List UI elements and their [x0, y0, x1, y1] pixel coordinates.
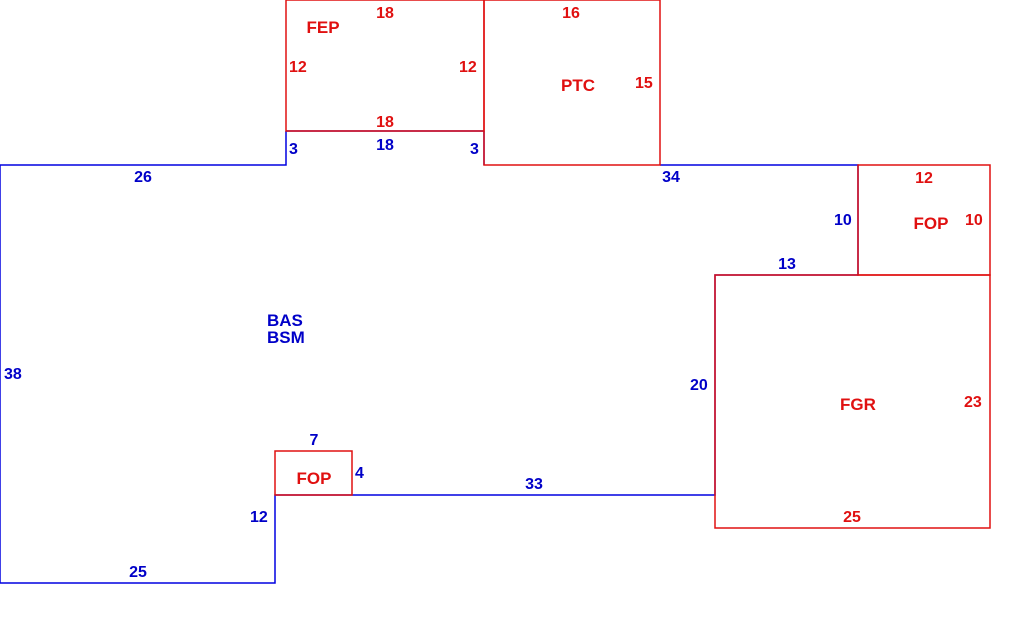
- dim-fep-right: 12: [459, 59, 477, 76]
- dim-main-left: 38: [4, 366, 22, 383]
- dim-fgr-right: 23: [964, 394, 982, 411]
- main-area-label-bsm: BSM: [267, 328, 305, 347]
- dim-main-top-right: 34: [662, 169, 680, 186]
- dim-main-right-step: 13: [778, 256, 796, 273]
- fgr-label: FGR: [840, 395, 876, 414]
- dim-fep-gap-left: 3: [289, 141, 298, 158]
- dim-fop-right-right: 10: [965, 212, 983, 229]
- dim-main-top-left: 26: [134, 169, 152, 186]
- dim-fep-left: 12: [289, 59, 307, 76]
- dim-ptc-right: 15: [635, 75, 653, 92]
- dim-fop-bottom-side: 4: [355, 465, 364, 482]
- dim-fep-gap-right: 3: [470, 141, 479, 158]
- ptc-outline: [483, 0, 661, 166]
- ptc-label: PTC: [561, 76, 595, 95]
- dim-fep-bottom: 18: [376, 114, 394, 131]
- fop-bottom-outline: [274, 450, 353, 496]
- fop-bottom-label: FOP: [297, 469, 332, 488]
- fgr-outline: [714, 274, 991, 529]
- dim-fgr-bottom: 25: [843, 509, 861, 526]
- dim-main-right-upper: 10: [834, 212, 852, 229]
- dim-fop-bottom-top: 7: [310, 432, 319, 449]
- main-area-outline: [0, 131, 859, 584]
- fep-label: FEP: [306, 18, 339, 37]
- dim-main-notch-side: 12: [250, 509, 268, 526]
- dim-main-bottom-mid: 33: [525, 476, 543, 493]
- fop-right-label: FOP: [914, 214, 949, 233]
- dim-main-bottom-left: 25: [129, 564, 147, 581]
- dim-fep-base: 18: [376, 137, 394, 154]
- dim-fep-top: 18: [376, 5, 394, 22]
- dim-ptc-top: 16: [562, 5, 580, 22]
- dim-fop-right-top: 12: [915, 170, 933, 187]
- dim-main-right-lower: 20: [690, 377, 708, 394]
- main-area-label-bas: BAS: [267, 311, 303, 330]
